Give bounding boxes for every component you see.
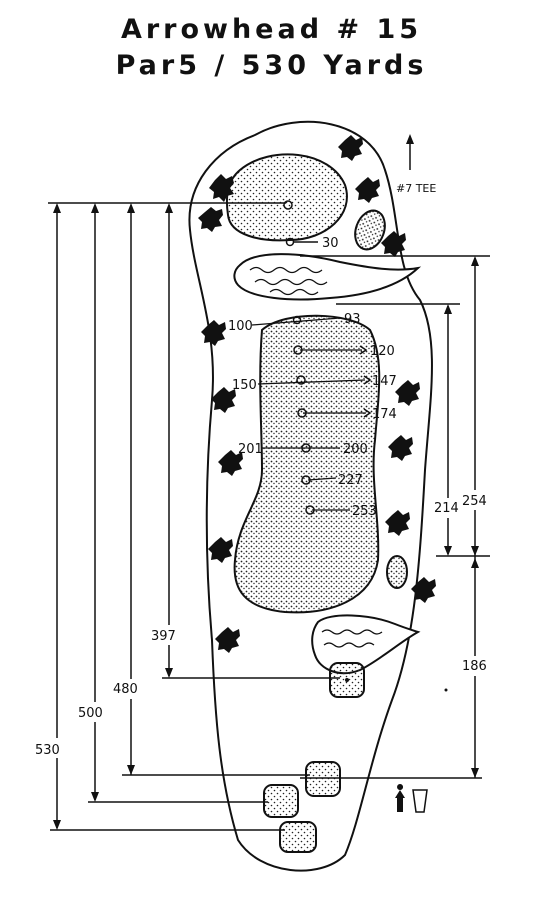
marker-147: 147 xyxy=(372,374,397,389)
distance-186: 186 xyxy=(462,659,487,674)
distance-397: 397 xyxy=(151,629,176,644)
bunker-right-fairway xyxy=(386,555,408,589)
green xyxy=(225,153,348,242)
tree-icon xyxy=(211,387,236,413)
trees xyxy=(198,135,436,653)
label-bg-214 xyxy=(434,498,460,518)
label-bg-530 xyxy=(32,738,68,758)
marker-201: 201 xyxy=(238,442,263,457)
distance-480: 480 xyxy=(113,682,138,697)
golfer-icon xyxy=(395,784,405,812)
fairway xyxy=(233,314,381,614)
marker-174: 174 xyxy=(372,407,397,422)
marker-200: 200 xyxy=(343,442,368,457)
marker-120: 120 xyxy=(370,344,395,359)
bunker-near-green xyxy=(354,209,386,251)
tree-icon xyxy=(395,380,420,406)
fairway-marker-dots xyxy=(292,315,315,515)
marker-253: 253 xyxy=(352,504,377,519)
tree-icon xyxy=(208,537,233,563)
fairway-marker-lines xyxy=(251,317,366,511)
marker-30-label: 30 xyxy=(322,236,339,251)
tee-box-middle xyxy=(305,761,341,797)
label-bg-480 xyxy=(110,679,146,699)
fairway-marker-arrows xyxy=(359,345,372,418)
distance-500: 500 xyxy=(78,706,103,721)
tee-label: #7 TEE xyxy=(396,182,436,195)
tree-icon xyxy=(385,510,410,536)
right-arrowheads xyxy=(444,256,479,778)
tree-icon xyxy=(198,207,223,232)
tee-box-forward-marker xyxy=(345,678,349,682)
marker-30-dot xyxy=(285,237,295,247)
distance-214: 214 xyxy=(434,501,459,516)
golf-cup-icon xyxy=(412,789,428,813)
left-arrowheads xyxy=(53,203,173,830)
label-bg-186 xyxy=(460,656,490,676)
tree-icon xyxy=(209,174,234,202)
tree-icon xyxy=(201,320,226,346)
hole-subtitle: Par5 / 530 Yards xyxy=(115,50,428,81)
tee-direction-arrow-icon xyxy=(406,134,414,144)
marker-227: 227 xyxy=(338,473,363,488)
water-hazard-upper xyxy=(233,253,422,301)
tree-icon xyxy=(381,231,406,257)
water-waves-upper xyxy=(249,266,328,296)
tee-box-championship xyxy=(279,821,317,853)
tree-icon xyxy=(355,177,380,203)
label-bg-397 xyxy=(148,625,184,645)
tee-marker-icons xyxy=(395,784,428,813)
hole-title: Arrowhead # 15 xyxy=(120,14,423,45)
marker-150: 150 xyxy=(232,378,257,393)
tree-icon xyxy=(215,627,240,653)
marker-93: 93 xyxy=(344,312,361,327)
distance-530: 530 xyxy=(35,743,60,758)
label-bg-254 xyxy=(458,490,496,510)
tree-icon xyxy=(338,135,363,161)
tree-icon xyxy=(411,577,436,603)
stray-mark xyxy=(444,688,448,692)
water-waves-lower xyxy=(321,629,383,648)
tee-box-back xyxy=(263,784,299,818)
green-pin-marker xyxy=(283,200,293,210)
distance-254: 254 xyxy=(462,494,487,509)
marker-100: 100 xyxy=(228,319,253,334)
tree-icon xyxy=(388,435,413,461)
label-bg-500 xyxy=(75,702,111,722)
tree-icon xyxy=(218,450,243,476)
